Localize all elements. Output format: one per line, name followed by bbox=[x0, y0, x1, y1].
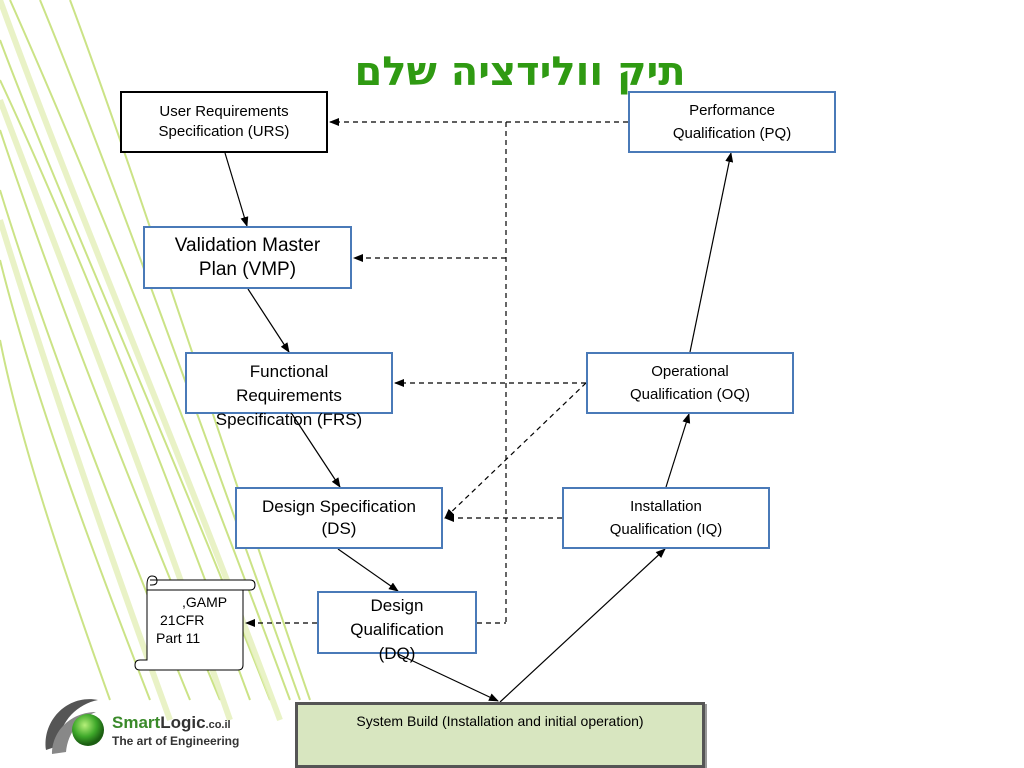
frs-box: Functional Requirements Specification (F… bbox=[185, 352, 393, 429]
scroll-line1: ,GAMP bbox=[182, 594, 228, 610]
logo-domain: .co.il bbox=[205, 719, 231, 731]
dq-line1: Design bbox=[370, 595, 424, 615]
logo-name-a: Smart bbox=[112, 713, 161, 732]
scroll-line2: 21CFR bbox=[160, 612, 205, 628]
arrow-frs-ds bbox=[291, 413, 341, 488]
dq-line3: (DQ) bbox=[378, 643, 416, 663]
urs-box: User Requirements Specification (URS) bbox=[120, 91, 328, 153]
arrow-build-iq bbox=[499, 548, 666, 703]
oq-line2: Qualification (OQ) bbox=[629, 386, 751, 403]
ds-line2: (DS) bbox=[321, 519, 357, 538]
frs-line3: Specification (FRS) bbox=[215, 410, 363, 429]
arrow-iq-oq bbox=[665, 413, 691, 488]
urs-line1: User Requirements bbox=[159, 103, 289, 120]
page-title: תיק וולידציה שלם bbox=[354, 49, 686, 95]
arrow-urs-vmp bbox=[224, 152, 249, 227]
urs-line2: Specification (URS) bbox=[158, 123, 290, 140]
logo-wordmark: SmartLogic.co.il bbox=[112, 713, 231, 733]
pq-line2: Qualification (PQ) bbox=[672, 125, 792, 142]
vmp-line1: Validation Master bbox=[174, 234, 321, 256]
document-scroll-icon bbox=[134, 575, 256, 671]
iq-box: Installation Qualification (IQ) bbox=[562, 487, 770, 549]
oq-box: Operational Qualification (OQ) bbox=[586, 352, 794, 414]
pq-box: Performance Qualification (PQ) bbox=[628, 91, 836, 153]
arrow-ds-dq bbox=[337, 548, 399, 592]
iq-line1: Installation bbox=[630, 498, 702, 515]
arrow-dq-build bbox=[397, 653, 499, 702]
oq-line1: Operational bbox=[651, 363, 729, 380]
vmp-line2: Plan (VMP) bbox=[198, 258, 297, 280]
system-build-box: System Build (Installation and initial o… bbox=[295, 702, 705, 768]
arrow-oq-pq bbox=[689, 152, 734, 353]
dashed-oq-ds bbox=[444, 382, 587, 519]
ds-line1: Design Specification bbox=[261, 497, 417, 516]
system-build-label: System Build (Installation and initial o… bbox=[356, 713, 644, 729]
frs-line1: Functional bbox=[249, 362, 329, 381]
logo-name-b: Logic bbox=[160, 713, 206, 732]
vmp-box: Validation Master Plan (VMP) bbox=[143, 226, 352, 289]
pq-line1: Performance bbox=[689, 102, 775, 119]
ds-box: Design Specification (DS) bbox=[235, 487, 443, 549]
smartlogic-logo-icon bbox=[45, 699, 104, 754]
decorative-swoosh bbox=[0, 0, 311, 701]
iq-line2: Qualification (IQ) bbox=[609, 521, 723, 538]
dq-line2: Qualification bbox=[350, 619, 444, 639]
dq-box: Design Qualification (DQ) bbox=[317, 591, 477, 663]
logo-tagline: The art of Engineering bbox=[112, 734, 240, 748]
scroll-line3: Part 11 bbox=[156, 630, 201, 646]
scroll-text: ,GAMP 21CFR Part 11 bbox=[150, 593, 240, 647]
frs-line2: Requirements bbox=[236, 386, 342, 405]
arrow-vmp-frs bbox=[247, 288, 290, 353]
